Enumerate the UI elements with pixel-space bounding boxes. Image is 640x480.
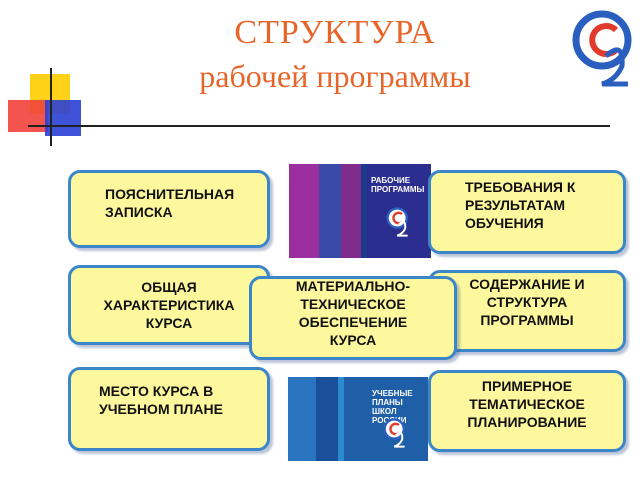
box-label: МАТЕРИАЛЬНО- ТЕХНИЧЕСКОЕ ОБЕСПЕЧЕНИЕ КУР… bbox=[295, 278, 411, 348]
box-label: МЕСТО КУРСА В УЧЕБНОМ ПЛАНЕ bbox=[99, 383, 223, 417]
decor-horizontal-line bbox=[28, 125, 610, 127]
box-label: ПРИМЕРНОЕ ТЕМАТИЧЕСКОЕ ПЛАНИРОВАНИЕ bbox=[467, 378, 587, 430]
box-label: ОБЩАЯ ХАРАКТЕРИСТИКА КУРСА bbox=[103, 279, 235, 331]
box-material-support[interactable]: МАТЕРИАЛЬНО- ТЕХНИЧЕСКОЕ ОБЕСПЕЧЕНИЕ КУР… bbox=[249, 276, 457, 360]
book2-logo-icon bbox=[383, 418, 405, 448]
book1-logo-icon bbox=[386, 207, 408, 237]
box-content-structure[interactable]: СОДЕРЖАНИЕ И СТРУКТУРА ПРОГРАММЫ bbox=[428, 270, 626, 352]
page-title: СТРУКТУРА bbox=[234, 14, 436, 51]
decor-red-square bbox=[8, 100, 48, 132]
box-thematic-planning[interactable]: ПРИМЕРНОЕ ТЕМАТИЧЕСКОЕ ПЛАНИРОВАНИЕ bbox=[428, 370, 626, 452]
book-cover-work-programs: РАБОЧИЕ ПРОГРАММЫ bbox=[289, 164, 431, 258]
box-label: ПОЯСНИТЕЛЬНАЯ ЗАПИСКА bbox=[105, 186, 235, 220]
book-cover-school-plans: УЧЕБНЫЕ ПЛАНЫ ШКОЛ РОССИИ bbox=[288, 377, 428, 461]
box-course-place[interactable]: МЕСТО КУРСА В УЧЕБНОМ ПЛАНЕ bbox=[68, 367, 270, 451]
box-label: ТРЕБОВАНИЯ К РЕЗУЛЬТАТАМ ОБУЧЕНИЯ bbox=[465, 179, 576, 231]
box-requirements[interactable]: ТРЕБОВАНИЯ К РЕЗУЛЬТАТАМ ОБУЧЕНИЯ bbox=[428, 170, 626, 254]
publisher-logo-icon bbox=[572, 10, 632, 87]
box-label: СОДЕРЖАНИЕ И СТРУКТУРА ПРОГРАММЫ bbox=[469, 276, 585, 328]
box-general-description[interactable]: ОБЩАЯ ХАРАКТЕРИСТИКА КУРСА bbox=[68, 265, 270, 345]
book1-title: РАБОЧИЕ ПРОГРАММЫ bbox=[371, 176, 425, 194]
box-explanatory-note[interactable]: ПОЯСНИТЕЛЬНАЯ ЗАПИСКА bbox=[68, 170, 270, 248]
page-subtitle: рабочей программы bbox=[199, 58, 471, 94]
decor-vertical-line bbox=[50, 68, 52, 146]
